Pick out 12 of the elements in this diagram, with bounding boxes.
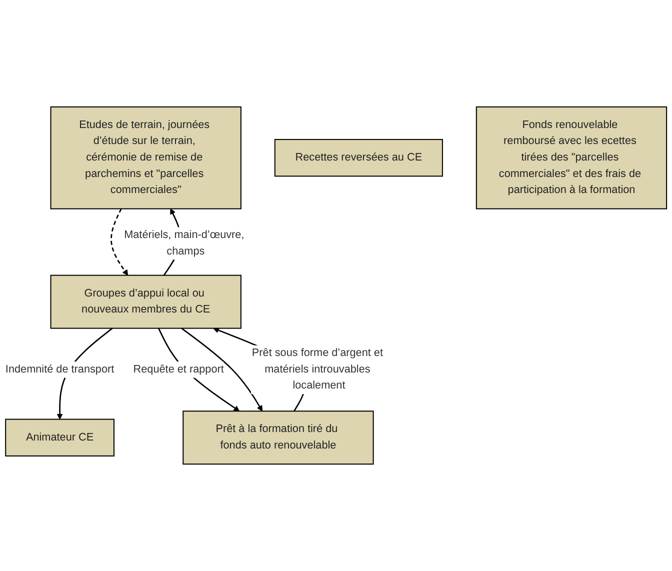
edge-label: Requête et rapport [133, 364, 224, 376]
edge-label: Matériels, main-d’œuvre, champs [124, 229, 244, 257]
node-box: Prêt à la formation tiré du fonds auto renouvelable [182, 410, 374, 465]
node-box: Animateur CE [5, 418, 114, 456]
node-box: Recettes reversées au CE [274, 138, 443, 177]
node-box: Etudes de terrain, journées d’étude sur le terrain, cérémonie de remise de parchemins et "parcelles commerciales" [50, 106, 242, 210]
node-box: Groupes d’appui local ou nouveaux membres du CE [50, 274, 242, 329]
node-box: Fonds renouvelable remboursé avec les ecettes tirées des "parcelles commerciales" et des frais de participation à la formation [476, 106, 668, 210]
edge-label: Prêt sous forme d’argent et matériels introuvables localement [252, 347, 383, 392]
arrow [110, 208, 128, 276]
arrow [181, 328, 263, 412]
edge-label: Indemnité de transport [5, 364, 114, 376]
